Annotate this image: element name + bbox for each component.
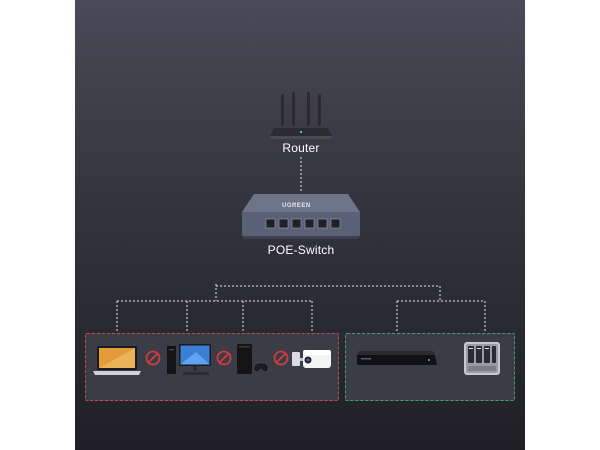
prohibited-icon	[273, 350, 289, 366]
nvr-recorder-icon	[357, 351, 437, 365]
switch-brand: UGREEN	[282, 203, 311, 209]
security-camera-icon	[292, 350, 331, 368]
blocked-devices-group	[85, 333, 339, 401]
prohibited-icon	[216, 350, 232, 366]
router-icon	[270, 92, 332, 139]
prohibited-icon	[145, 350, 161, 366]
poe-switch-icon	[242, 194, 360, 239]
connector-lines	[116, 157, 486, 333]
game-console-icon	[237, 344, 269, 374]
laptop-icon	[93, 346, 141, 375]
nas-storage-icon	[464, 342, 500, 375]
router-label: Router	[282, 141, 320, 155]
switch-label: POE-Switch	[267, 243, 335, 257]
diagram-canvas: Router UGREEN POE-Switch	[75, 0, 525, 450]
desktop-computer-icon	[167, 344, 211, 375]
